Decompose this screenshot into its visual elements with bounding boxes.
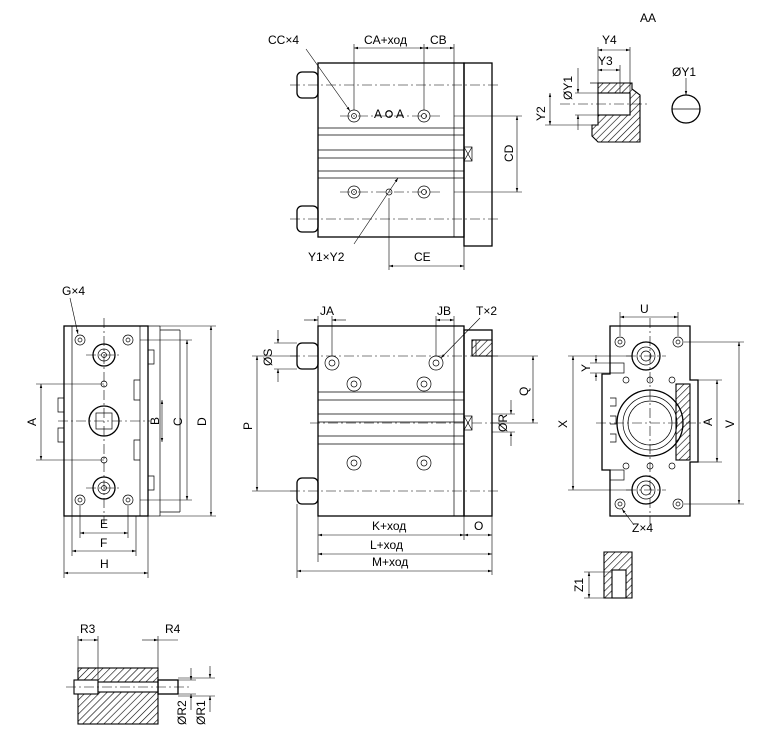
label-y1y2: Y1×Y2: [308, 250, 345, 264]
label-y3: Y3: [598, 54, 613, 68]
label-ca-stroke: CA+ход: [364, 33, 407, 47]
label-dr1: ØR1: [194, 700, 208, 725]
label-dy1-end: ØY1: [672, 65, 696, 79]
label-r3: R3: [80, 622, 96, 636]
label-jb: JB: [437, 304, 451, 318]
label-cc4: CC×4: [268, 33, 299, 47]
label-a-right: A: [701, 418, 715, 426]
section-aa-view: [545, 47, 701, 143]
label-a-left: A: [25, 418, 39, 426]
z1-detail: [584, 551, 633, 599]
label-dr: ØR: [496, 414, 510, 432]
label-f: F: [100, 536, 107, 550]
label-ja: JA: [320, 304, 334, 318]
top-view: [290, 44, 522, 270]
section-aa-labels: AA Y4 Y3 ØY1 ØY1 Y2: [534, 11, 696, 121]
label-v: V: [723, 420, 737, 428]
front-view: [252, 316, 538, 578]
label-o: O: [474, 519, 483, 533]
label-r4: R4: [165, 622, 181, 636]
section-title: AA: [640, 11, 656, 25]
rod-end-detail-labels: R3 R4 ØR2 ØR1: [80, 622, 208, 725]
label-dy1: ØY1: [561, 76, 575, 100]
label-section-a-left: A: [374, 107, 382, 121]
label-cd: CD: [502, 144, 516, 162]
label-q: Q: [517, 387, 531, 396]
left-end-view-labels: G×4 A B C D E F H: [25, 284, 209, 571]
label-y4: Y4: [602, 33, 617, 47]
label-y: Y: [579, 364, 593, 372]
right-end-view-labels: U Y X A V Z×4: [556, 302, 737, 535]
label-k-stroke: K+ход: [372, 519, 406, 533]
front-view-labels: JA JB T×2 ØS P Q ØR K+ход O L+ход M+ход: [241, 304, 531, 569]
label-z4: Z×4: [632, 521, 653, 535]
label-z1: Z1: [572, 578, 586, 592]
label-y2: Y2: [534, 106, 548, 121]
label-h: H: [100, 557, 109, 571]
z1-detail-labels: Z1: [572, 578, 586, 592]
label-g4: G×4: [62, 284, 85, 298]
label-m-stroke: M+ход: [372, 555, 408, 569]
label-section-a-right: A: [396, 107, 404, 121]
label-p: P: [241, 422, 255, 430]
label-ce: CE: [414, 250, 431, 264]
label-x: X: [556, 420, 570, 428]
top-view-labels: CC×4 CA+ход CB A A CD CE Y1×Y2: [268, 33, 516, 264]
label-d: D: [195, 417, 209, 426]
rod-end-detail: [66, 636, 215, 725]
label-e: E: [100, 517, 108, 531]
label-dr2: ØR2: [175, 700, 189, 725]
label-b: B: [148, 417, 162, 425]
right-end-view: [568, 312, 744, 526]
left-end-view: [36, 297, 216, 578]
label-t2: T×2: [476, 304, 497, 318]
label-cb: CB: [430, 33, 447, 47]
label-c: C: [171, 417, 185, 426]
label-ds: ØS: [261, 349, 275, 366]
label-u: U: [640, 302, 649, 316]
label-l-stroke: L+ход: [370, 538, 403, 552]
